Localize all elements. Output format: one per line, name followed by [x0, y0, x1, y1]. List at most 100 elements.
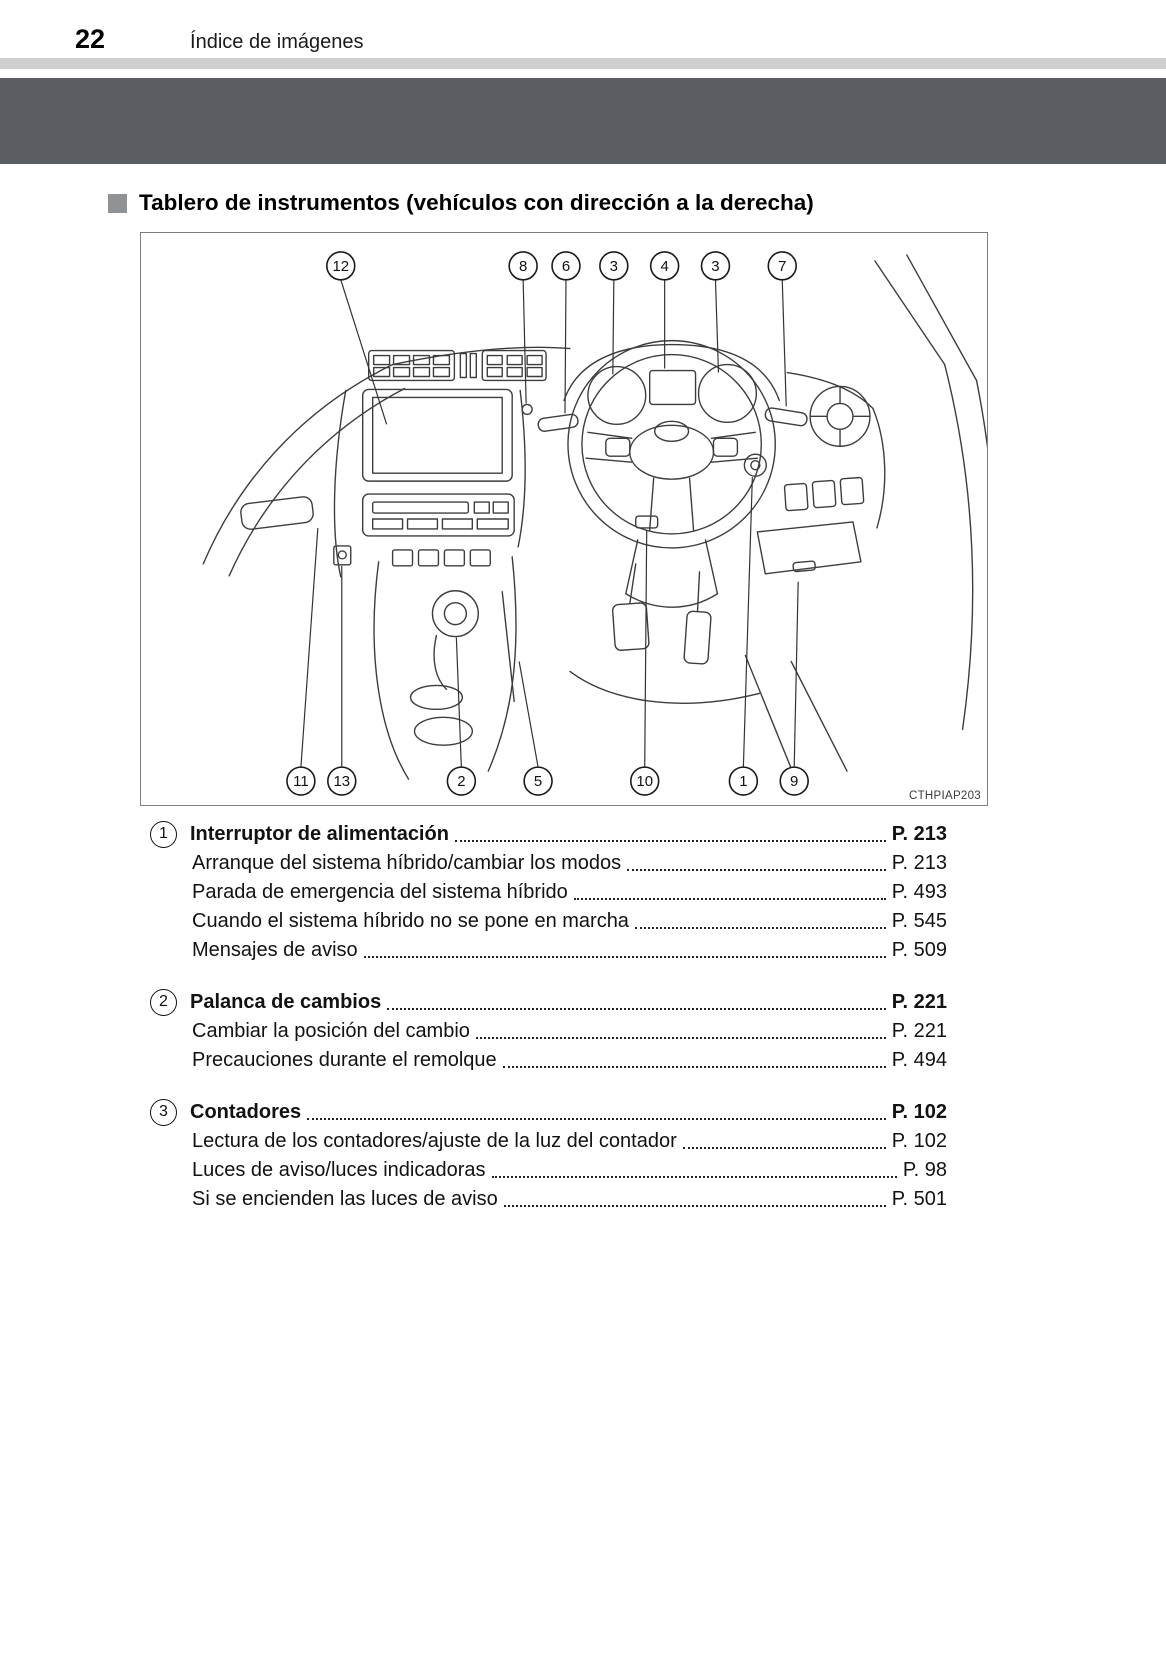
page-ref: P. 501 — [891, 1188, 947, 1210]
switch-panel — [783, 476, 865, 512]
index-entry-label: Cambiar la posición del cambio — [192, 1020, 470, 1042]
dot-leader — [502, 1066, 886, 1068]
page-ref: P. 545 — [891, 910, 947, 932]
index-item-title-row: 3 Contadores P. 102 — [150, 1098, 947, 1127]
item-number-badge: 2 — [150, 989, 177, 1016]
power-switch — [743, 453, 767, 477]
svg-text:1: 1 — [739, 773, 747, 790]
small-button — [333, 545, 352, 566]
svg-text:13: 13 — [333, 773, 350, 790]
section-heading: Tablero de instrumentos (vehículos con d… — [108, 190, 1166, 216]
figure-code: CTHPIAP203 — [908, 790, 981, 802]
diagram-callout: 4 — [649, 251, 680, 281]
svg-text:5: 5 — [534, 773, 542, 790]
page-number: 22 — [75, 24, 106, 54]
svg-text:4: 4 — [660, 258, 668, 275]
side-air-vent — [809, 385, 871, 447]
diagram-callout: 5 — [523, 766, 553, 796]
index-entry-label: Si se encienden las luces de aviso — [192, 1188, 498, 1210]
svg-text:9: 9 — [790, 773, 798, 790]
center-air-vents — [367, 346, 571, 382]
index-entry-label: Cuando el sistema híbrido no se pone en … — [192, 910, 629, 932]
dash-sensor — [521, 403, 533, 416]
index-entry-label: Lectura de los contadores/ajuste de la l… — [192, 1130, 677, 1152]
item-number-badge: 3 — [150, 1099, 177, 1126]
index-entry-label: Arranque del sistema híbrido/cambiar los… — [192, 852, 622, 874]
svg-text:10: 10 — [636, 773, 653, 790]
climate-control-panel — [362, 493, 515, 537]
instrument-cluster — [563, 343, 780, 426]
index-entry-label: Contadores — [190, 1101, 302, 1123]
dot-leader — [454, 840, 886, 842]
dot-leader — [627, 869, 886, 871]
page-ref: P. 213 — [891, 823, 947, 845]
index-entry-label: Precauciones durante el remolque — [192, 1049, 497, 1071]
index-sub-row: Si se encienden las luces de aviso P. 50… — [192, 1185, 947, 1214]
callout-leader-lines — [300, 279, 799, 768]
diagram-callout: 12 — [326, 251, 356, 281]
dot-leader — [682, 1147, 886, 1149]
storage-lid — [756, 521, 862, 575]
diagram-callout: 10 — [629, 766, 660, 796]
page-ref: P. 509 — [891, 939, 947, 961]
diagram-callout: 3 — [700, 251, 731, 281]
page-ref: P. 221 — [891, 991, 947, 1013]
section-title: Tablero de instrumentos (vehículos con d… — [139, 190, 814, 215]
callout-bubbles: 12 8 6 3 4 3 7 11 13 2 5 10 1 9 — [286, 251, 809, 796]
multimedia-display — [362, 388, 513, 482]
page-ref: P. 102 — [891, 1130, 947, 1152]
diagram-callout: 2 — [446, 766, 477, 796]
index-entry-label: Luces de aviso/luces indicadoras — [192, 1159, 486, 1181]
page-header: 22 Índice de imágenes — [0, 0, 1166, 58]
dot-leader — [573, 898, 886, 900]
index-sub-row: Cambiar la posición del cambio P. 221 — [192, 1017, 947, 1046]
index-sub-row: Mensajes de aviso P. 509 — [192, 936, 947, 965]
dashboard-illustration: 12 8 6 3 4 3 7 11 13 2 5 10 1 9 — [202, 251, 987, 796]
index-entry-label: Mensajes de aviso — [192, 939, 358, 961]
diagram-callout: 1 — [728, 766, 759, 796]
dot-leader — [503, 1205, 886, 1207]
index-entry-label: Interruptor de alimentación — [190, 823, 449, 845]
center-console — [373, 549, 517, 780]
diagram-callout: 9 — [779, 766, 809, 796]
wiper-stalk — [537, 413, 579, 432]
image-index-list: 1 Interruptor de alimentación P. 213 Arr… — [150, 820, 947, 1214]
steering-wheel — [567, 339, 776, 549]
index-sub-row: Luces de aviso/luces indicadoras P. 98 — [192, 1156, 947, 1185]
diagram-callout: 13 — [327, 766, 357, 796]
square-bullet-icon — [108, 193, 127, 213]
chapter-title: Índice de imágenes — [190, 31, 364, 53]
page-ref: P. 213 — [891, 852, 947, 874]
page-ref: P. 221 — [891, 1020, 947, 1042]
steering-column — [625, 515, 719, 608]
index-sub-row: Parada de emergencia del sistema híbrido… — [192, 878, 947, 907]
dash-pocket — [240, 496, 314, 530]
svg-text:8: 8 — [519, 258, 527, 275]
diagram-callout: 7 — [767, 251, 797, 281]
diagram-callout: 6 — [551, 251, 581, 281]
dot-leader — [387, 1008, 886, 1010]
index-item-title-row: 1 Interruptor de alimentación P. 213 — [150, 820, 947, 849]
page-ref: P. 98 — [902, 1159, 947, 1181]
header-divider-strip — [0, 58, 1166, 69]
floor-and-pillar-lines — [569, 254, 987, 784]
index-sub-row: Cuando el sistema híbrido no se pone en … — [192, 907, 947, 936]
svg-text:2: 2 — [457, 773, 465, 790]
chapter-banner — [0, 78, 1166, 164]
pedals — [611, 563, 712, 665]
dot-leader — [491, 1176, 897, 1178]
index-entry-label: Parada de emergencia del sistema híbrido — [192, 881, 568, 903]
page-ref: P. 493 — [891, 881, 947, 903]
index-sub-row: Lectura de los contadores/ajuste de la l… — [192, 1127, 947, 1156]
diagram-callout: 8 — [508, 251, 538, 281]
dashboard-figure: 12 8 6 3 4 3 7 11 13 2 5 10 1 9 CTHPIAP2… — [140, 232, 988, 806]
svg-text:12: 12 — [332, 258, 349, 275]
svg-text:7: 7 — [778, 258, 786, 275]
dot-leader — [475, 1037, 886, 1039]
dot-leader — [363, 956, 886, 958]
page-ref: P. 102 — [891, 1101, 947, 1123]
index-item-title-row: 2 Palanca de cambios P. 221 — [150, 988, 947, 1017]
svg-text:3: 3 — [711, 258, 719, 275]
dot-leader — [307, 1118, 886, 1120]
svg-text:6: 6 — [562, 258, 570, 275]
